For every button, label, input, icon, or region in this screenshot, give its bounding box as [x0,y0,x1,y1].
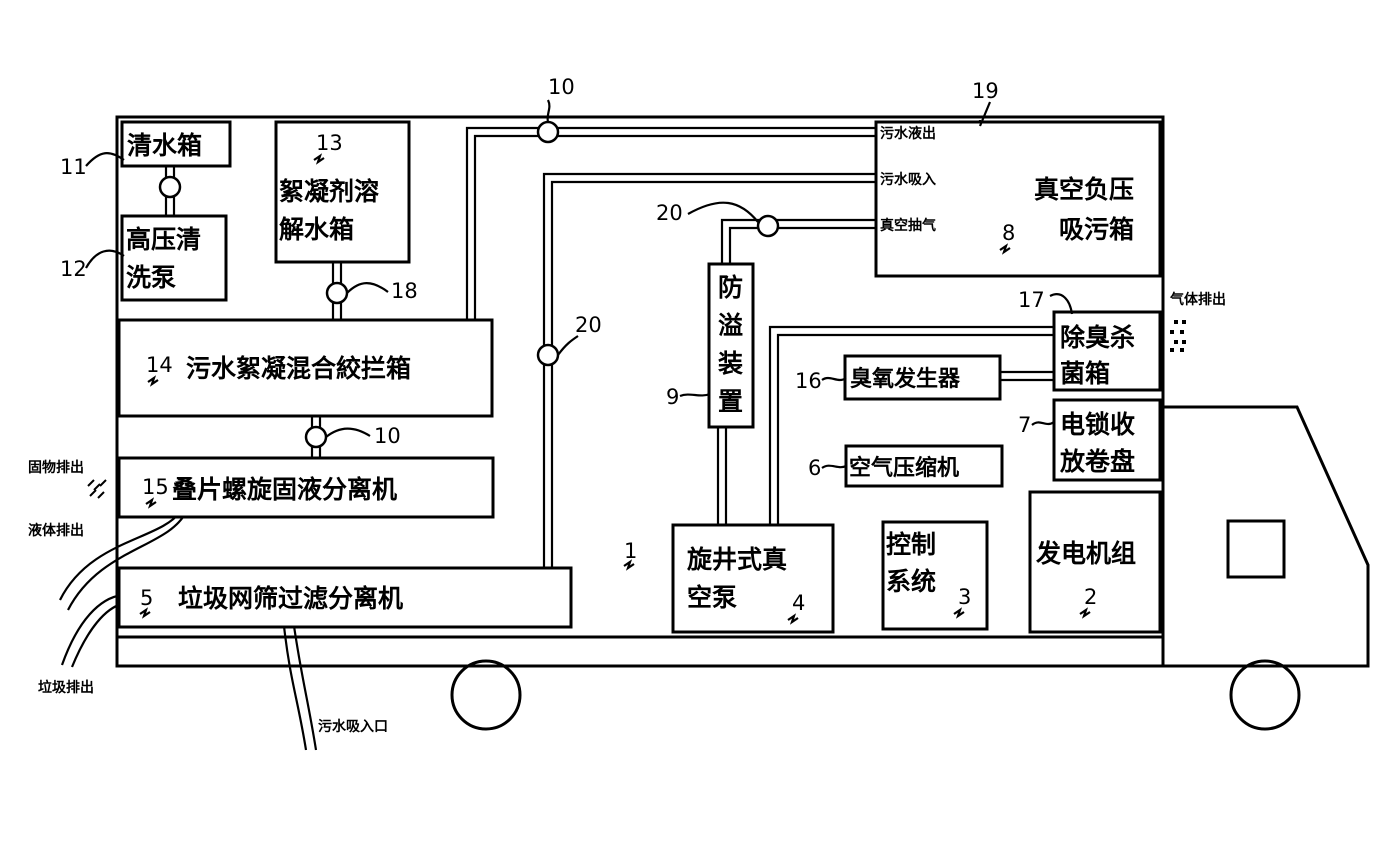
ref-3: 3 [958,585,971,609]
ref-13: 13 [316,131,343,155]
garbage-out-label: 垃圾排出 [38,679,94,696]
hp-pump-label-2: 洗泵 [126,263,176,292]
pump-20-left [536,343,560,367]
deodor-label-1: 除臭杀 [1060,323,1135,352]
flocculant-label-2: 解水箱 [279,215,354,244]
solid-out-marks [87,479,107,499]
ref-7: 7 [1018,413,1031,437]
ref-20-left: 20 [575,313,602,337]
separator-label: 叠片螺旋固液分离机 [172,475,397,504]
vacuum-pump-label-2: 空泵 [687,583,737,612]
overflow-device-box [707,262,755,429]
ref-17: 17 [1018,288,1045,312]
vacuum-pump-box [671,523,835,634]
front-wheel [1229,659,1301,731]
overflow-label-1: 防 [718,273,743,302]
liquid-out-label: 液体排出 [28,522,84,539]
gas-out-label: 气体排出 [1169,291,1226,308]
air-compressor-label: 空气压缩机 [849,455,959,481]
cable-reel-box [1052,398,1162,482]
overflow-label-2: 溢 [718,311,743,340]
separator-box [117,456,495,519]
ref-1: 1 [624,539,637,563]
gas-out-dots [1170,320,1186,352]
ref-2: 2 [1084,585,1097,609]
garbage-out-hose [60,593,123,666]
sewage-inlet-hose [282,625,308,751]
control-system-label-1: 控制 [886,530,936,559]
generator-label: 发电机组 [1035,539,1136,568]
pump-10-lower [304,425,328,449]
truck-cab [1161,405,1370,668]
clean-water-tank-label: 清水箱 [127,131,202,160]
hp-pump-box [120,214,228,302]
vacuum-tank-label-2: 吸污箱 [1059,215,1134,244]
rear-wheel [450,659,522,731]
ref-16: 16 [795,369,822,393]
mixing-tank-label: 污水絮凝混合絞拦箱 [186,354,411,383]
sewage-inlet-label: 污水吸入口 [318,718,388,735]
overflow-label-4: 置 [718,387,743,416]
solid-out-label: 固物排出 [28,459,84,476]
port-vacuum-suction: 真空抽气 [880,217,936,234]
cable-reel-label-1: 电锁收 [1060,410,1135,439]
generator-box [1028,490,1162,634]
liquid-out-hose [59,511,181,601]
cable-reel-label-2: 放卷盘 [1059,447,1135,476]
mixing-tank-box [117,318,494,418]
clean-water-tank-box [120,120,232,168]
deodor-box [1052,310,1162,392]
vacuum-pump-label-1: 旋井式真 [687,545,787,574]
ref-4: 4 [792,591,805,615]
pump-10-upper [536,120,560,144]
cab-window [1226,519,1286,579]
deodor-label-2: 菌箱 [1060,359,1110,388]
ref-8: 8 [1002,221,1015,245]
ozone-generator-label: 臭氧发生器 [850,366,961,392]
control-system-label-2: 系统 [886,567,936,596]
control-system-box [881,520,989,631]
screen-filter-label: 垃圾网筛过滤分离机 [178,584,403,613]
port-sewage-in: 污水吸入 [880,171,936,188]
truck-chassis [115,635,1165,668]
ref-10-upper: 10 [548,75,575,99]
pump-18 [325,281,349,305]
flocculant-tank-box [274,120,411,264]
ref-10-lower: 10 [374,424,401,448]
flocculant-label-1: 絮凝剂溶 [279,177,379,206]
pump-11-12 [158,175,182,199]
overflow-label-3: 装 [718,349,743,378]
ref-6: 6 [808,456,821,480]
ref-11: 11 [60,155,87,179]
screen-filter-box [117,566,573,629]
ref-15: 15 [142,475,169,499]
port-sewage-out: 污水液出 [880,125,936,142]
ref-19: 19 [972,79,999,103]
ref-9: 9 [666,385,679,409]
ref-18: 18 [391,279,418,303]
vacuum-tank-label-1: 真空负压 [1034,175,1134,204]
ref-5: 5 [140,586,153,610]
hp-pump-label-1: 高压清 [126,225,201,254]
ref-12: 12 [60,257,87,281]
ref-20-right: 20 [656,201,683,225]
vacuum-tank-box [874,120,1162,278]
ref-14: 14 [146,353,173,377]
pump-20-right [756,214,780,238]
